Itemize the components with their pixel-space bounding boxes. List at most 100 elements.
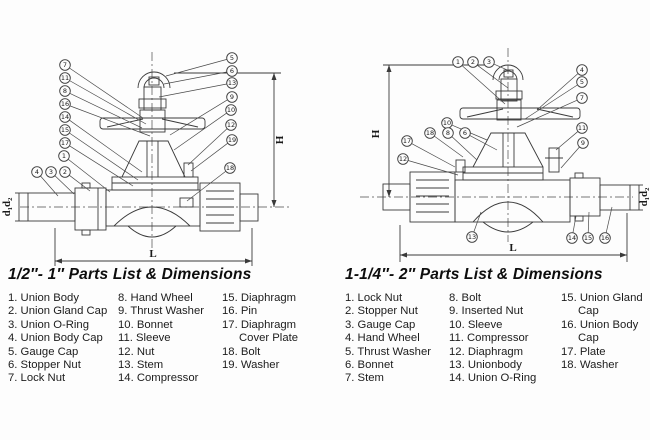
part-item: 12. Diaphragm	[449, 345, 524, 358]
callout-balloon-18	[224, 162, 236, 174]
leader-line	[469, 135, 498, 151]
callout-number: 4	[580, 66, 584, 74]
leader-line	[163, 71, 227, 85]
part-item: 4. Hand Wheel	[345, 332, 420, 345]
leader-line	[69, 105, 151, 137]
callout-number: 15	[584, 234, 592, 242]
leader-line	[524, 84, 578, 120]
dimension-label-L: L	[509, 242, 516, 254]
callout-number: 8	[63, 87, 67, 95]
leader-line	[173, 112, 227, 151]
callout-number: 17	[61, 139, 69, 147]
callout-balloon-2	[467, 56, 479, 68]
leader-line	[516, 99, 578, 128]
callout-number: 10	[443, 119, 451, 127]
part-item: 13. Unionbody	[449, 359, 522, 372]
part-item: 9. Inserted Nut	[449, 305, 524, 318]
callout-balloon-6	[459, 127, 471, 139]
leader-line	[493, 63, 513, 73]
part-item: 3. Union O-Ring	[8, 318, 89, 331]
callout-balloon-13	[466, 231, 478, 243]
leader-line	[605, 206, 613, 233]
callout-balloon-18	[424, 127, 436, 139]
callout-number: 2	[471, 58, 475, 66]
leader-line	[54, 175, 75, 195]
part-item: 11. Sleeve	[118, 332, 171, 345]
callout-number: 16	[61, 100, 69, 108]
callout-balloon-14	[59, 111, 71, 123]
callout-balloon-16	[599, 232, 611, 244]
callout-balloon-7	[59, 59, 71, 71]
dimension-label-d: d₁d₂	[1, 197, 13, 217]
leader-line	[407, 160, 459, 176]
callout-number: 13	[228, 79, 236, 87]
callout-balloon-3	[483, 56, 495, 68]
part-item: 10. Sleeve	[449, 318, 503, 331]
callout-balloon-9	[226, 91, 238, 103]
part-item: 3. Gauge Cap	[345, 318, 416, 331]
leader-line	[473, 211, 482, 233]
leader-line	[69, 119, 143, 173]
leader-line	[165, 59, 227, 77]
part-item: 19. Washer	[222, 359, 280, 372]
callout-number: 2	[63, 168, 67, 176]
callout-balloon-6	[226, 65, 238, 77]
callout-number: 19	[228, 136, 236, 144]
leader-line	[69, 174, 91, 192]
callout-number: 7	[580, 94, 584, 102]
callout-number: 6	[463, 129, 467, 137]
callout-number: 16	[601, 234, 609, 242]
part-item: 1. Lock Nut	[345, 292, 403, 304]
leader-line	[169, 99, 228, 136]
part-item: 14. Union O-Ring	[449, 372, 537, 385]
callout-balloon-4	[31, 166, 43, 178]
leader-line	[461, 65, 506, 105]
callout-balloon-4	[576, 64, 588, 76]
callout-balloon-9	[577, 137, 589, 149]
callout-number: 18	[226, 164, 234, 172]
callout-balloon-8	[59, 85, 71, 97]
callout-number: 1	[456, 58, 460, 66]
callout-number: 3	[49, 168, 53, 176]
valve-line-art	[15, 52, 292, 266]
part-item: 4. Union Body Cap	[8, 332, 103, 345]
leader-line	[69, 67, 144, 119]
callout-balloon-17	[59, 137, 71, 149]
leader-line	[69, 145, 134, 187]
part-item: 15. Diaphragm	[222, 292, 297, 304]
leader-line	[477, 64, 509, 89]
part-item: 17. Diaphragm Cover Plate	[222, 318, 299, 345]
callout-number: 17	[403, 137, 411, 145]
part-item: 17. Plate	[561, 345, 606, 358]
part-item: 11. Compressor	[449, 332, 529, 345]
part-item: 8. Hand Wheel	[118, 292, 193, 304]
callout-number: 10	[227, 106, 235, 114]
part-item: 10. Bonnet	[118, 318, 173, 331]
callout-number: 1	[62, 152, 66, 160]
part-item: 18. Washer	[561, 359, 619, 372]
leader-line	[186, 170, 227, 202]
part-item: 2. Stopper Nut	[345, 305, 418, 318]
leader-line	[40, 175, 59, 197]
callout-balloon-11	[59, 72, 71, 84]
callout-balloon-17	[401, 135, 413, 147]
leader-line	[560, 146, 580, 169]
part-item: 15. Union Gland Cap	[561, 292, 643, 318]
callout-balloon-16	[59, 98, 71, 110]
callout-number: 7	[63, 61, 67, 69]
leader-line	[69, 92, 143, 129]
callout-balloon-11	[576, 122, 588, 134]
callout-number: 5	[580, 78, 584, 86]
part-item: 8. Bolt	[449, 292, 482, 304]
leader-line	[158, 83, 227, 98]
